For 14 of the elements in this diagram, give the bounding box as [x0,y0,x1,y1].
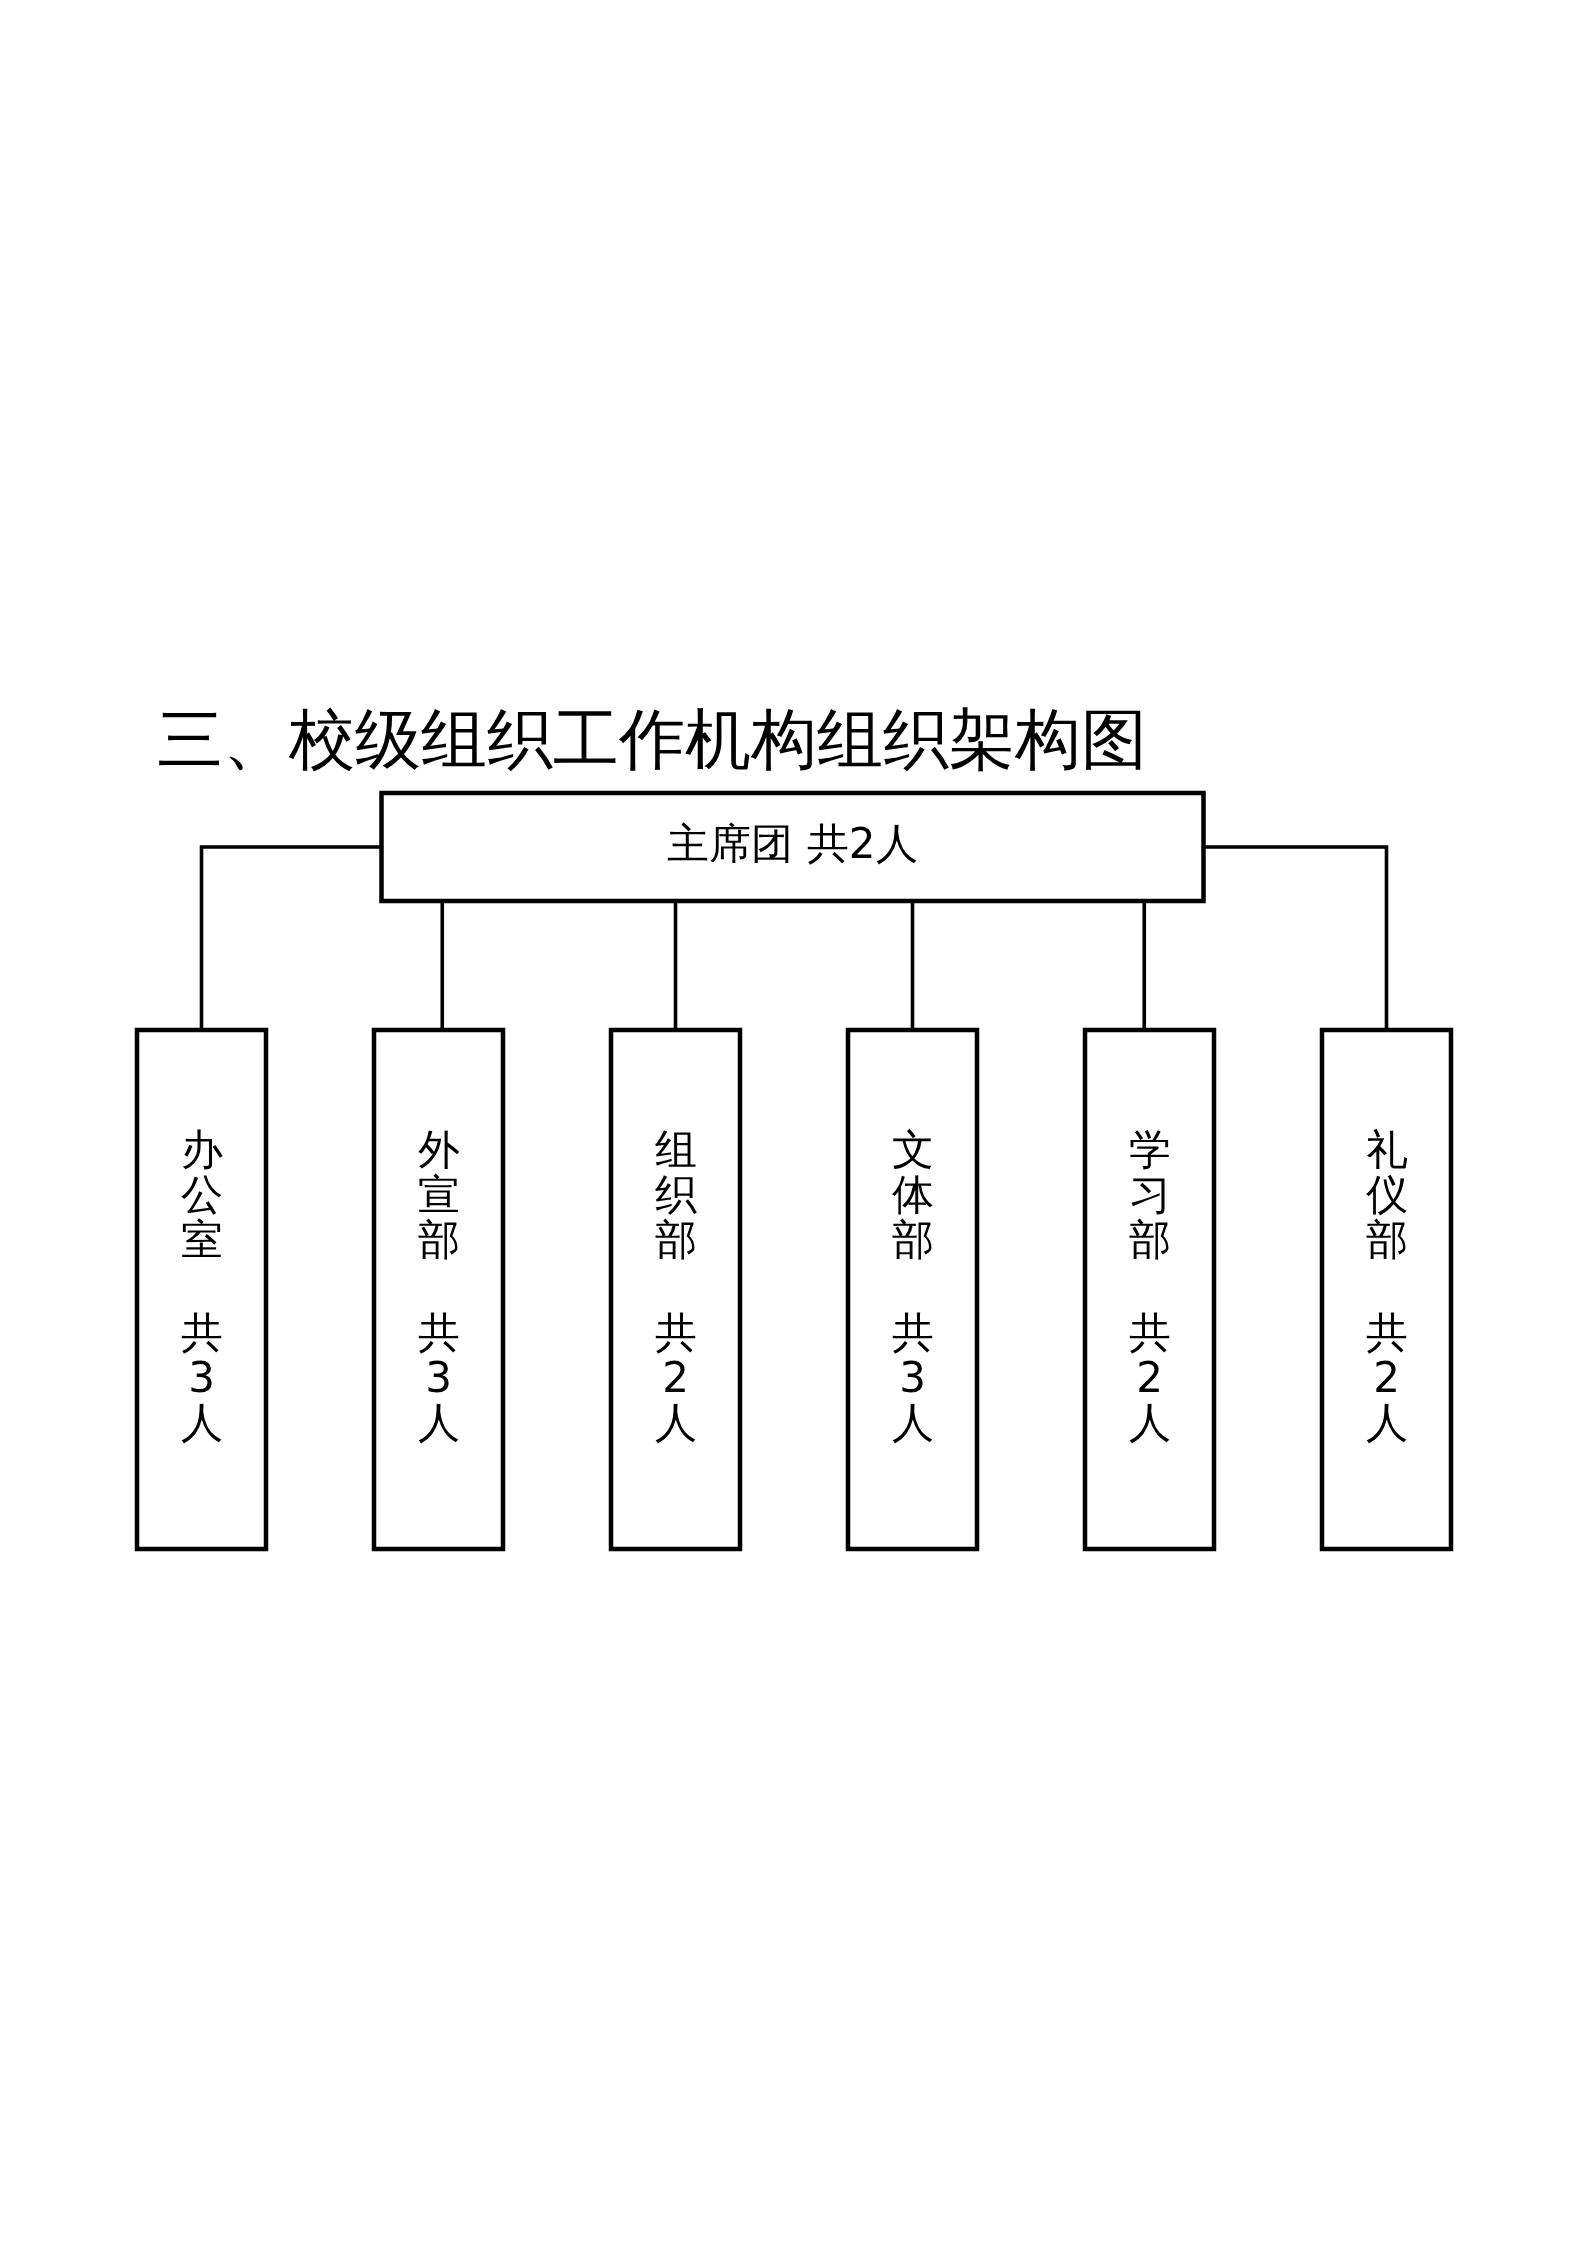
connector [1203,844,1388,1030]
connector [439,900,444,1030]
diagram-title: 三、校级组织工作机构组织架构图 [156,700,1146,778]
node-box: 组织部 共2人 [608,1027,742,1551]
connector [1141,900,1146,1030]
connector [199,844,381,1030]
node-box: 礼仪部 共2人 [1319,1027,1453,1551]
node-box: 主席团 共2人 [378,790,1206,903]
node-box: 办公室 共3人 [134,1027,268,1551]
node-box: 外宣部 共3人 [371,1027,505,1551]
node-box: 学习部 共2人 [1082,1027,1216,1551]
node-box: 文体部 共3人 [845,1027,979,1551]
connector [673,900,677,1030]
connector [910,900,914,1030]
